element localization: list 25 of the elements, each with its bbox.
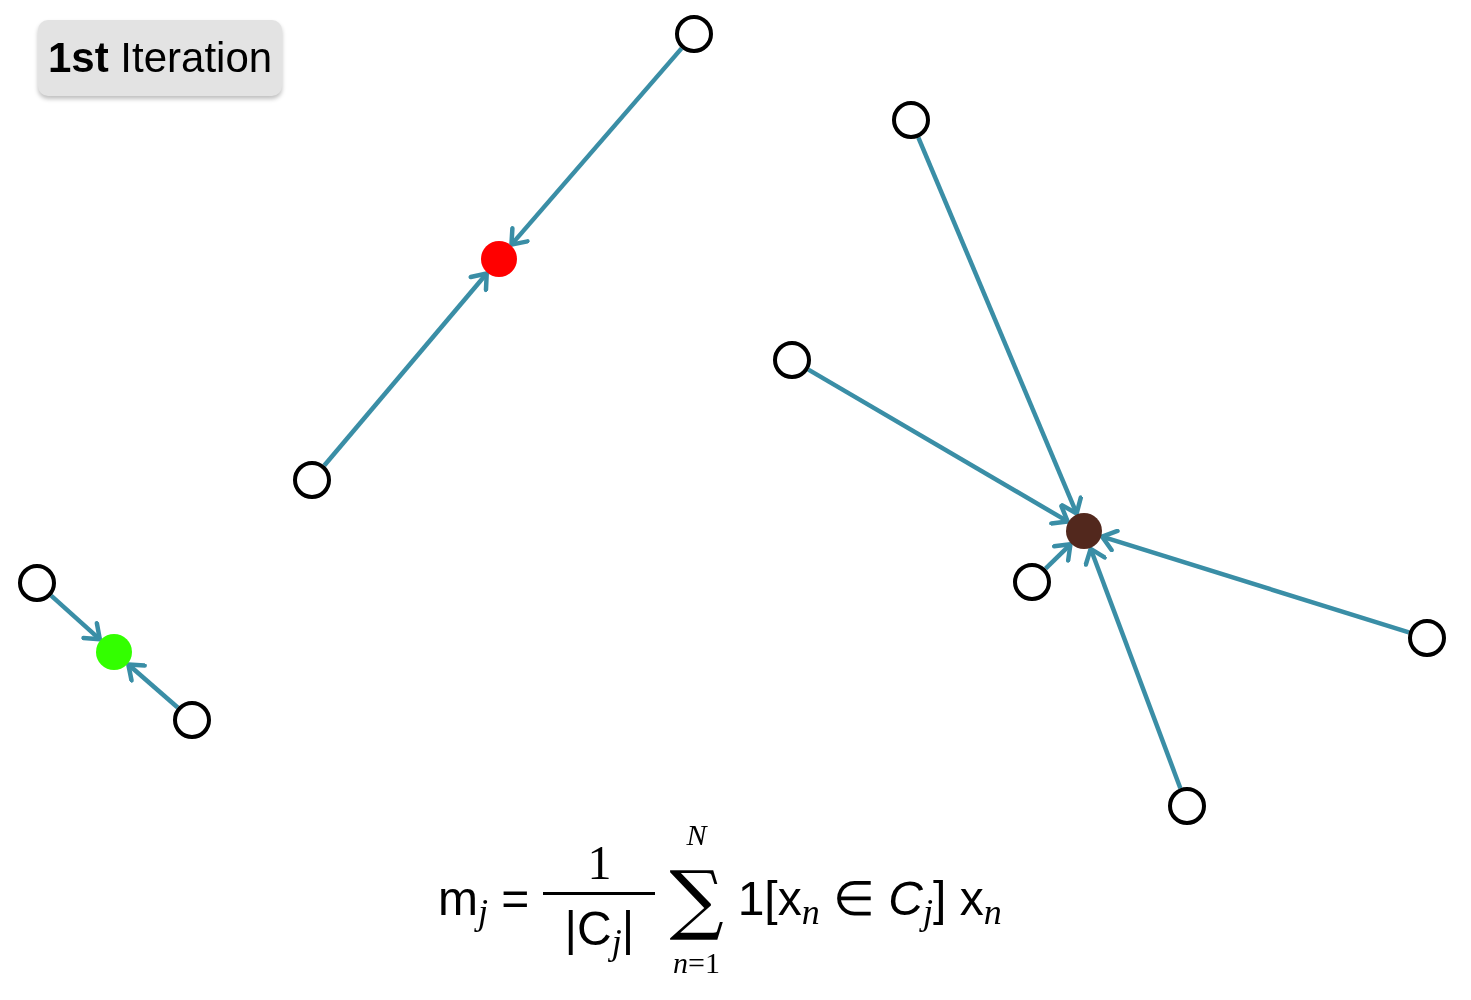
data-point <box>1408 619 1446 657</box>
data-point <box>892 101 930 139</box>
sum-upper-limit: N <box>686 818 707 851</box>
formula-lhs: m$_{j}$ = <box>438 870 530 932</box>
sum-lower-limit: n=1 <box>673 946 720 981</box>
cluster-centroid <box>96 634 132 670</box>
data-point <box>675 15 713 53</box>
arrow <box>1099 528 1410 635</box>
arrow <box>1044 542 1073 571</box>
data-point <box>1168 787 1206 825</box>
data-point <box>1013 563 1051 601</box>
arrow <box>1083 546 1183 789</box>
fraction-numerator: 1 <box>587 836 612 891</box>
summation-sign: ∑ <box>669 853 724 945</box>
arrow <box>49 594 103 642</box>
data-point <box>173 701 211 739</box>
data-point <box>293 461 331 499</box>
data-point <box>773 341 811 379</box>
cluster-centroid <box>481 241 517 277</box>
arrow <box>509 46 684 247</box>
fraction-denominator: |C$_{j}$| <box>564 900 635 962</box>
cluster-centroid <box>1066 513 1102 549</box>
data-point <box>18 564 56 602</box>
iteration-badge: 1st Iteration <box>38 20 283 96</box>
formula-term: 1[x$_{n}$ ∈ C$_{j}$] x$_{n}$ <box>737 870 1002 932</box>
